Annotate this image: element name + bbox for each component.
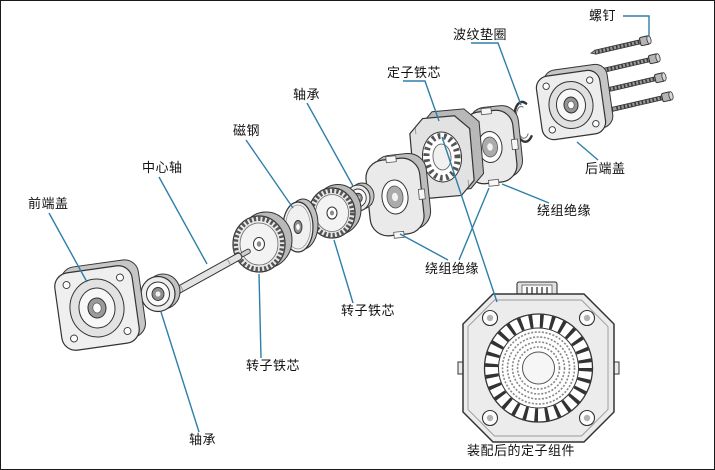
leader-line-magnet: [245, 139, 294, 209]
screw-icon: [607, 91, 674, 112]
part-front-end-cover: [54, 259, 146, 351]
leader-line-screw: [623, 15, 650, 37]
leader-line-bearing-top: [306, 102, 354, 187]
leader-line-bearing-bottom: [160, 311, 200, 433]
leader-line-rotor-left: [258, 273, 262, 359]
screw-icon: [599, 53, 661, 73]
label-bearing-top: 轴承: [293, 87, 321, 102]
part-winding-insulation-left: [364, 152, 432, 239]
screw-icon: [590, 35, 652, 55]
label-rotor-core-left: 转子铁芯: [246, 358, 301, 373]
label-rear-cover: 后端盖: [585, 161, 626, 176]
leader-line-winding-center-a: [399, 233, 449, 261]
leader-line-stator-to-assembled: [441, 136, 498, 303]
label-winding-insulation-right: 绕组绝缘: [537, 203, 592, 218]
screws-group: [590, 35, 674, 112]
leader-line-rear-cover: [576, 141, 599, 161]
label-stator-core: 定子铁芯: [387, 65, 442, 80]
leader-line-winding-center-b: [458, 187, 490, 261]
label-rotor-core-right: 转子铁芯: [341, 303, 396, 318]
leader-line-front-cover: [48, 212, 88, 283]
part-assembled-stator: [457, 281, 620, 443]
label-center-shaft: 中心轴: [142, 160, 183, 175]
part-stator-core: [409, 108, 485, 199]
part-bearing-front: [140, 273, 181, 313]
screw-icon: [605, 72, 667, 92]
part-rear-end-cover: [535, 63, 614, 141]
leader-line-winding-insulation-right: [501, 183, 550, 204]
part-rotor-core-left: [232, 211, 293, 273]
caption-assembled-stator: 装配后的定子组件: [467, 443, 576, 458]
leader-line-wave-washer: [471, 42, 522, 106]
label-wave-washer: 波纹垫圈: [453, 27, 508, 42]
label-screw: 螺钉: [589, 8, 617, 23]
label-magnet: 磁钢: [233, 123, 261, 138]
label-bearing-bottom: 轴承: [189, 432, 217, 447]
leader-line-center-shaft: [158, 176, 208, 265]
leader-line-stator-core: [403, 80, 440, 122]
label-winding-insulation-center: 绕组绝缘: [425, 261, 480, 276]
leader-lines: [48, 15, 650, 433]
leader-line-rotor-right: [333, 239, 354, 304]
label-front-cover: 前端盖: [28, 196, 69, 211]
